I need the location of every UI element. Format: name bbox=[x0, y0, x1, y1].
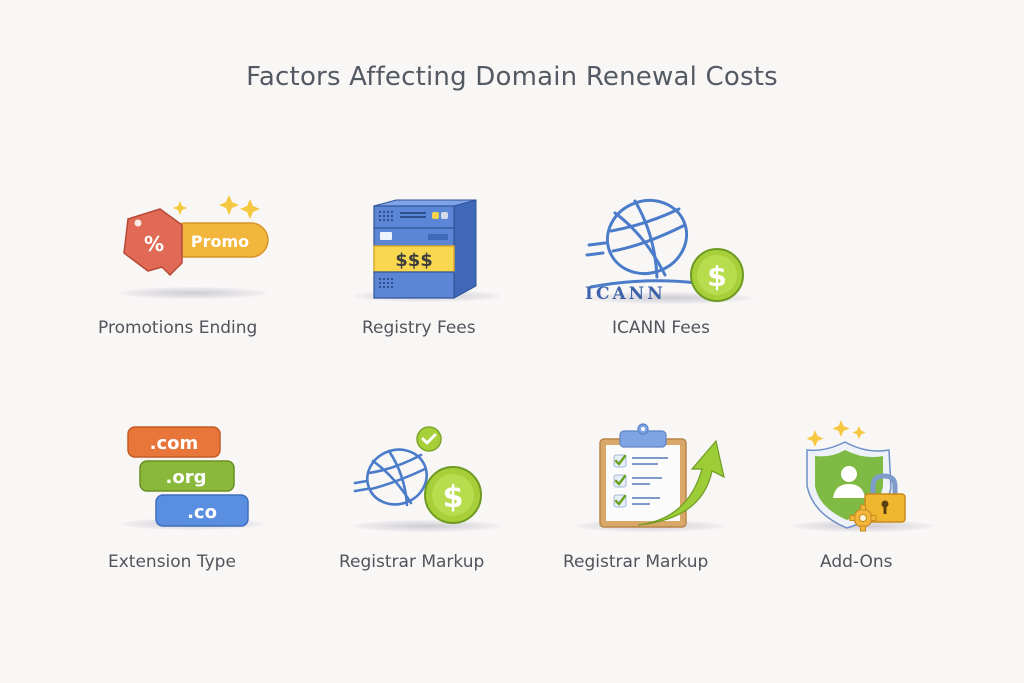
factor-label: ICANN Fees bbox=[612, 318, 710, 338]
svg-text:.com: .com bbox=[150, 433, 199, 454]
svg-text:$: $ bbox=[443, 480, 464, 515]
svg-text:%: % bbox=[144, 232, 164, 256]
shield-lock-icon bbox=[805, 420, 925, 534]
svg-text:$$$: $$$ bbox=[395, 250, 433, 271]
svg-text:$: $ bbox=[707, 260, 726, 293]
svg-text:.co: .co bbox=[187, 502, 217, 523]
factor-label: Registrar Markup bbox=[339, 552, 485, 572]
factor-label: Add-Ons bbox=[820, 552, 893, 572]
clipboard-arrow-icon bbox=[598, 423, 728, 537]
icon-shadow bbox=[118, 287, 268, 299]
svg-text:ICANN: ICANN bbox=[585, 284, 666, 304]
factor-label: Registry Fees bbox=[362, 318, 476, 338]
factor-label: Promotions Ending bbox=[98, 318, 258, 338]
server-stack-icon: $$$ bbox=[372, 199, 482, 304]
promo-tag-icon: Promo % bbox=[118, 195, 278, 289]
icann-globe-coin-icon: ICANN $ bbox=[585, 195, 755, 309]
svg-text:.org: .org bbox=[166, 467, 207, 488]
icon-shadow bbox=[352, 520, 502, 532]
svg-text:Promo: Promo bbox=[191, 232, 249, 251]
domain-extensions-icon: .com .org .co bbox=[126, 425, 256, 534]
factor-label: Registrar Markup bbox=[563, 552, 709, 572]
page-title: Factors Affecting Domain Renewal Costs bbox=[246, 62, 778, 92]
globe-coin-check-icon: $ bbox=[353, 425, 495, 529]
factor-label: Extension Type bbox=[108, 552, 236, 572]
